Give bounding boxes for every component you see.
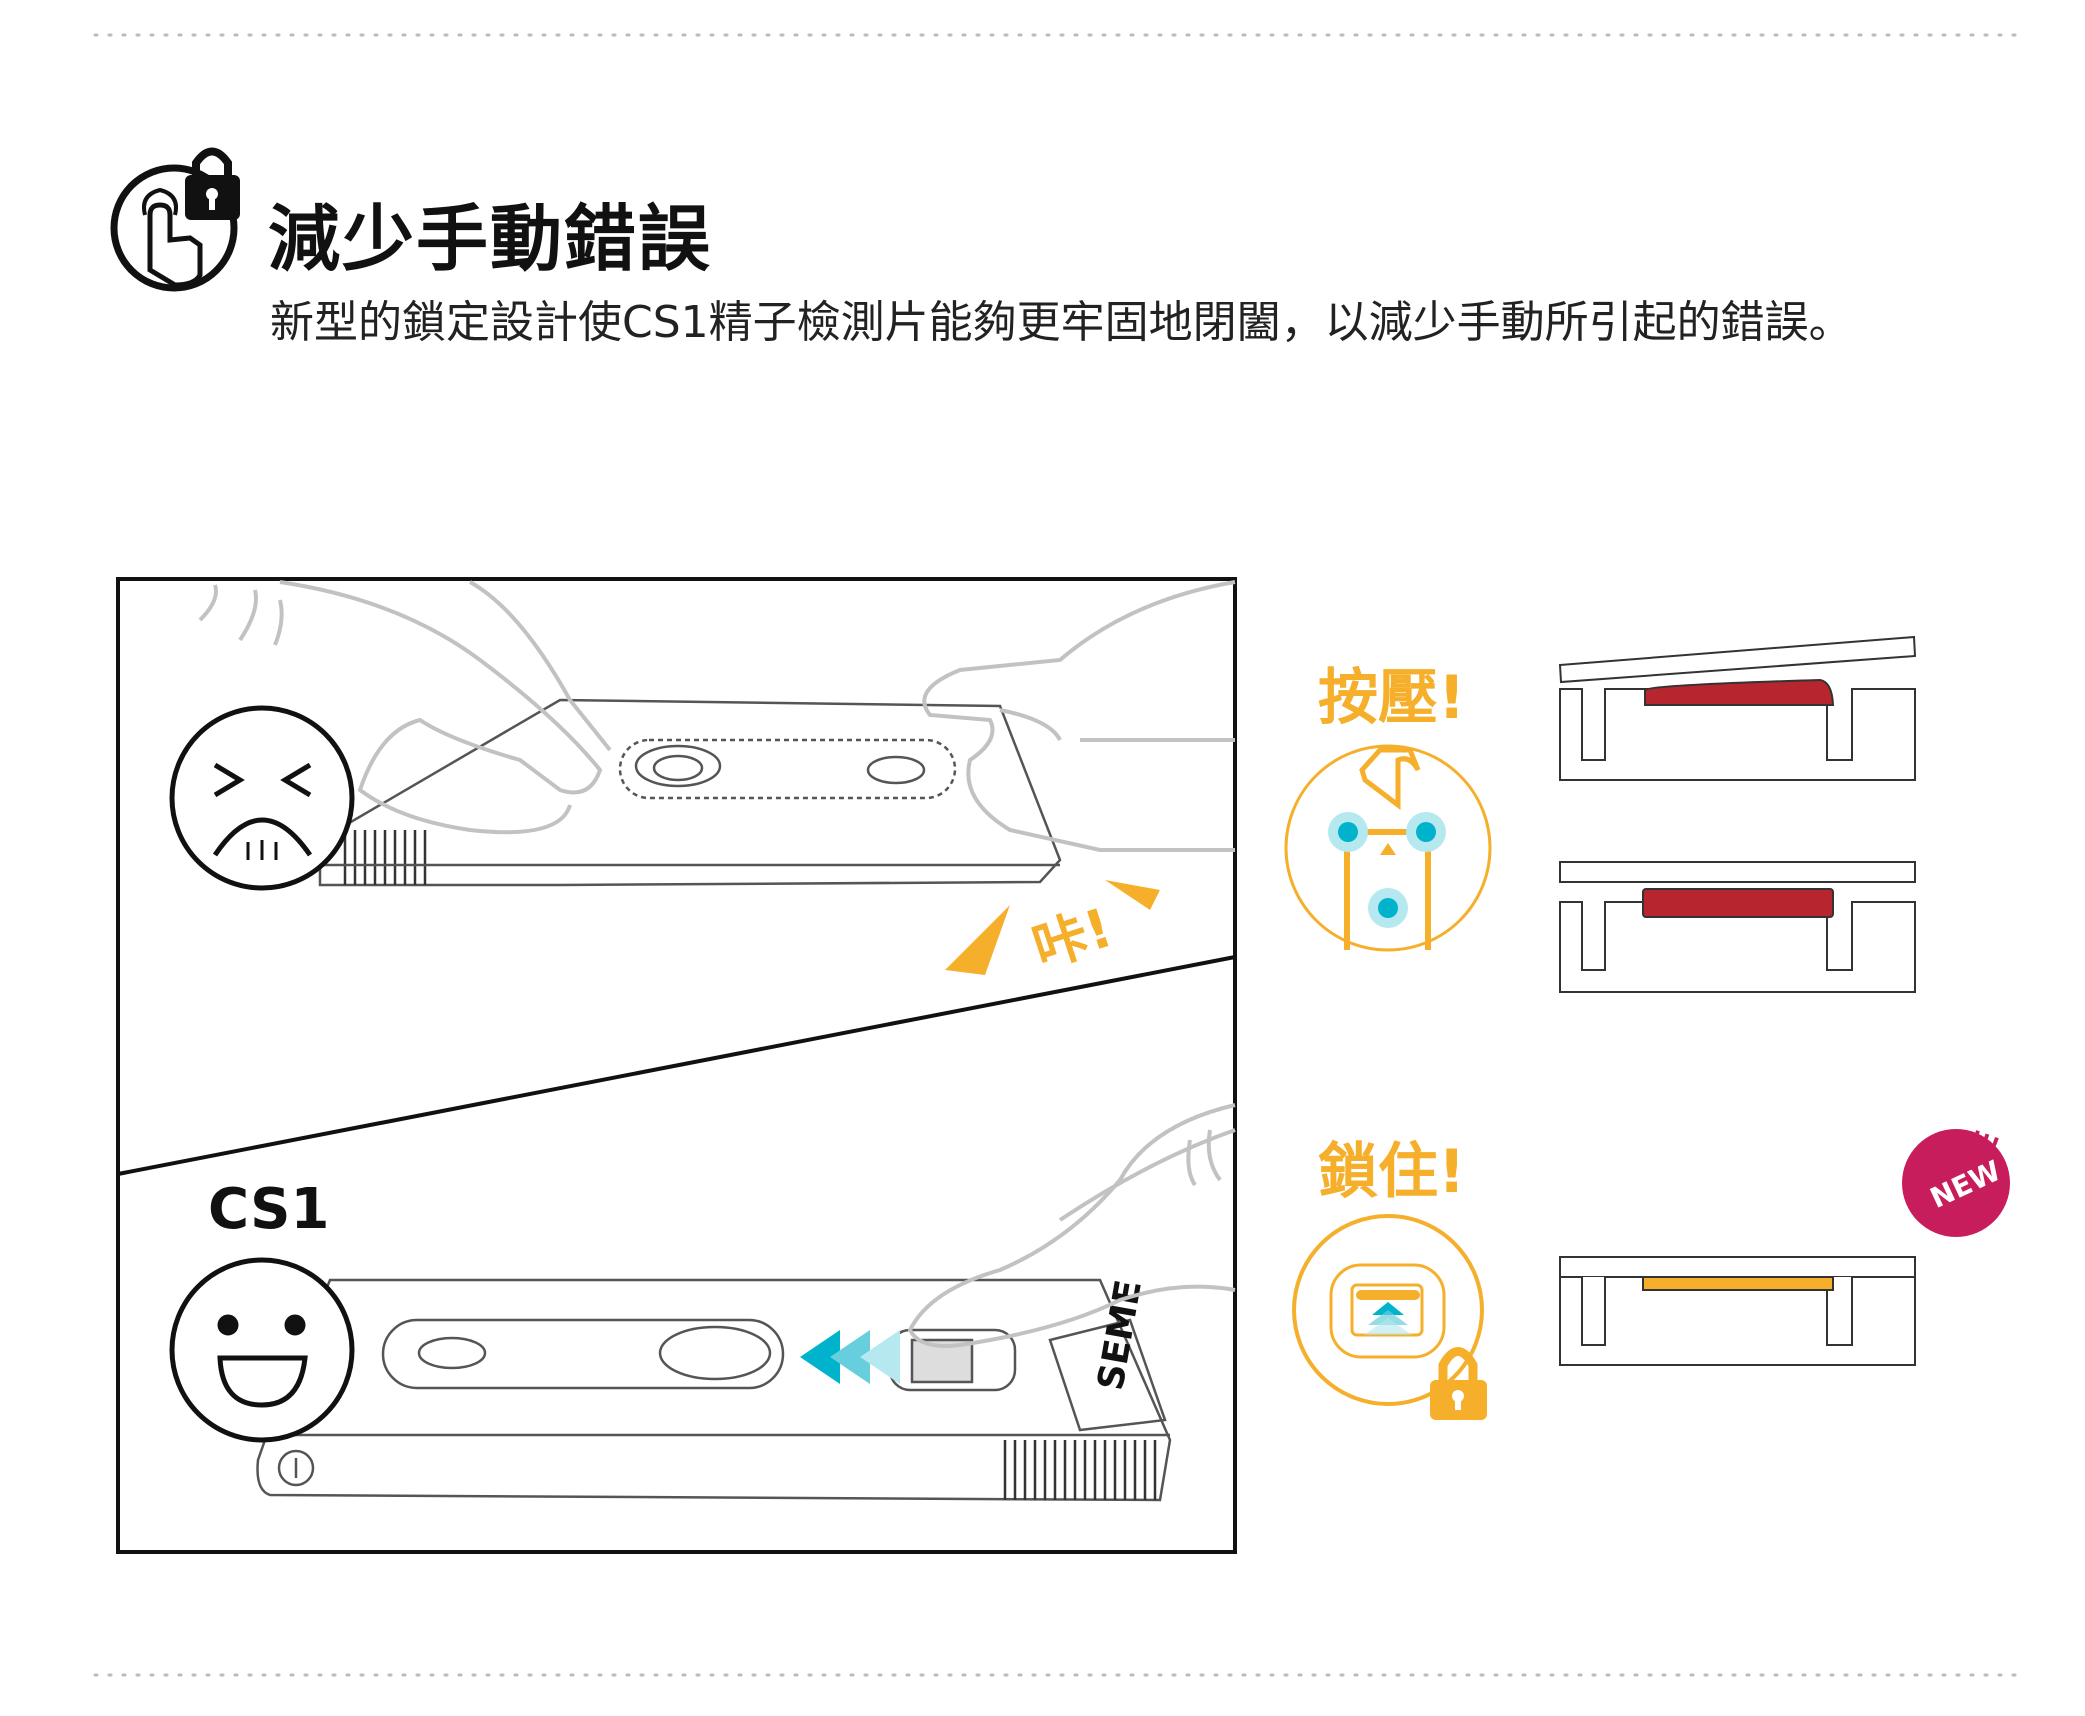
diagram-locked bbox=[1559, 1256, 1916, 1366]
new-badge: NEW !!! bbox=[1902, 1126, 2010, 1237]
diagram-open bbox=[1558, 635, 1917, 781]
press-label: 按壓! bbox=[1318, 663, 1465, 733]
press-points-icon bbox=[1284, 744, 1492, 952]
hands-pressing bbox=[198, 580, 1236, 852]
lock-icon bbox=[1430, 1347, 1487, 1420]
old-device bbox=[318, 698, 1062, 887]
finger-sliding bbox=[907, 1103, 1236, 1348]
cs1-device: SEME bbox=[256, 1277, 1172, 1502]
section-title: 減少手動錯誤 bbox=[268, 197, 713, 281]
lock-label: 鎖住! bbox=[1318, 1137, 1465, 1207]
comparison-panel: 咔! CS1 SEME bbox=[116, 577, 1237, 1554]
product-label: CS1 bbox=[208, 1177, 329, 1242]
happy-face-icon bbox=[169, 1257, 355, 1443]
slide-arrows-icon bbox=[800, 1330, 900, 1384]
section-description: 新型的鎖定設計使CS1精子檢測片能夠更牢固地閉闔，以減少手動所引起的錯誤。 bbox=[270, 297, 1853, 348]
click-marks bbox=[945, 880, 1160, 975]
lock-slide-icon bbox=[1292, 1214, 1484, 1406]
sad-face-icon bbox=[169, 705, 355, 891]
hand-lock-icon bbox=[110, 147, 240, 292]
diagram-pressed bbox=[1559, 861, 1916, 993]
